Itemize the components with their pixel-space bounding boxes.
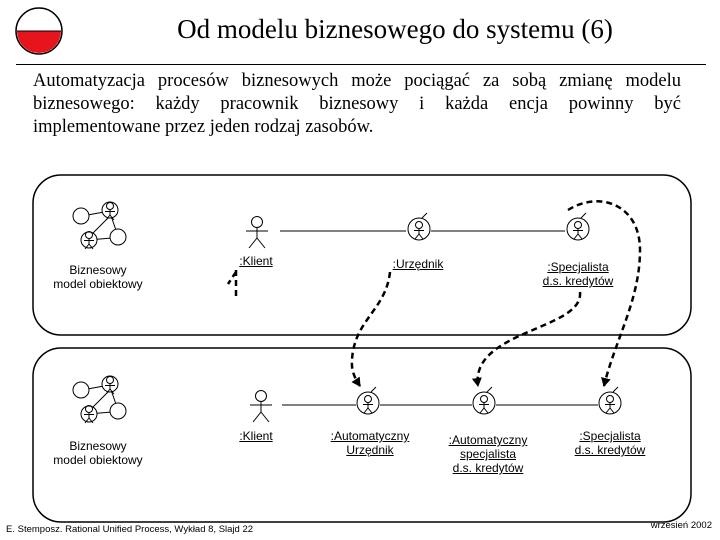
top-specjalista-label-line2: d.s. kredytów <box>542 274 614 288</box>
top-klient-label: :Klient <box>239 254 273 268</box>
top-package-label: Biznesowy model obiektowy <box>48 263 148 291</box>
bottom-automatyczny-urzednik-worker <box>356 386 380 415</box>
footer-source: E. Stemposz. Rational Unified Process, W… <box>6 524 254 535</box>
bottom-package-label-line2: model obiektowy <box>53 453 143 467</box>
page-title: Od modelu biznesowego do systemu (6) <box>177 14 613 44</box>
bottom-specjalista-label: :Specjalista d.s. kredytów <box>562 429 658 457</box>
bottom-automatyczny-urzednik-label-line2: Urzędnik <box>346 443 394 457</box>
top-model-panel <box>32 174 692 336</box>
mapping-arrow-specjalista-automatyczny <box>471 291 582 387</box>
mapping-arrow-urzednik <box>350 271 392 387</box>
bottom-automatyczny-specjalista-label: :Automatyczny specjalista d.s. kredytów <box>438 433 538 475</box>
bottom-automatyczny-urzednik-label: :Automatyczny Urzędnik <box>322 429 418 457</box>
bottom-package-icon <box>72 375 127 424</box>
bottom-model-panel <box>32 347 692 523</box>
top-specjalista-label: :Specjalista d.s. kredytów <box>530 260 626 288</box>
title-divider <box>16 64 706 65</box>
intro-paragraph: Automatyzacja procesów biznesowych może … <box>33 71 681 137</box>
top-package-icon <box>72 201 127 250</box>
footer-date: wrzesień 2002 <box>650 520 712 531</box>
bottom-package-label: Biznesowy model obiektowy <box>48 439 148 467</box>
bottom-klient-actor <box>250 390 272 423</box>
top-urzednik-label: :Urzędnik <box>392 257 444 271</box>
bottom-specjalista-label-line2: d.s. kredytów <box>574 443 646 457</box>
mapping-arrow-klient <box>226 270 238 300</box>
bottom-automatyczny-specjalista-label-line3: d.s. kredytów <box>452 461 524 475</box>
bottom-klient-label: :Klient <box>239 429 273 443</box>
bottom-automatyczny-specjalista-worker <box>472 386 496 415</box>
top-specjalista-label-line1: :Specjalista <box>547 260 609 274</box>
top-klient-actor <box>246 216 268 249</box>
logo-icon <box>15 7 63 55</box>
bottom-automatyczny-urzednik-label-line1: :Automatyczny <box>330 429 410 443</box>
top-specjalista-worker <box>566 212 590 241</box>
bottom-package-label-line1: Biznesowy <box>69 439 127 453</box>
bottom-automatyczny-specjalista-label-line2: specjalista <box>459 447 517 461</box>
top-package-label-line1: Biznesowy <box>69 263 127 277</box>
top-package-label-line2: model obiektowy <box>53 277 143 291</box>
bottom-automatyczny-specjalista-label-line1: :Automatyczny <box>448 433 528 447</box>
bottom-specjalista-worker <box>598 386 622 415</box>
bottom-specjalista-label-line1: :Specjalista <box>579 429 641 443</box>
top-urzednik-worker <box>407 212 431 241</box>
mapping-arrow-specjalista <box>567 200 642 387</box>
